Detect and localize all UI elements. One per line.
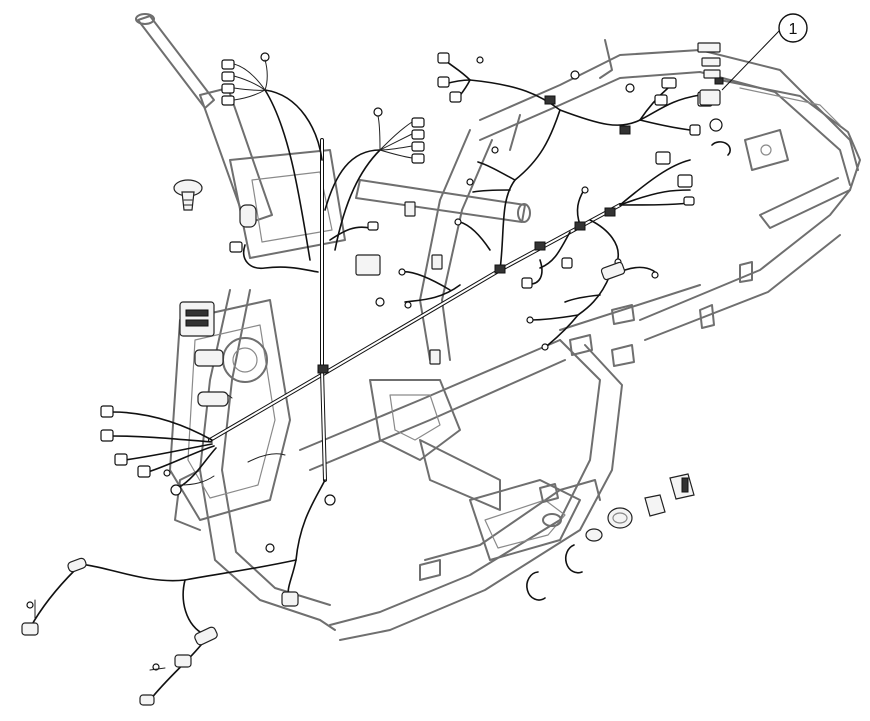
callout-label: 1 (789, 21, 798, 38)
wiring-harness (29, 59, 701, 701)
callout-circle (778, 13, 808, 43)
loose-parts (34, 179, 695, 671)
scooter-frame (135, 13, 861, 641)
connectors (21, 42, 731, 706)
callout-leader-line (721, 29, 781, 91)
callout-1: 1 (721, 13, 808, 91)
